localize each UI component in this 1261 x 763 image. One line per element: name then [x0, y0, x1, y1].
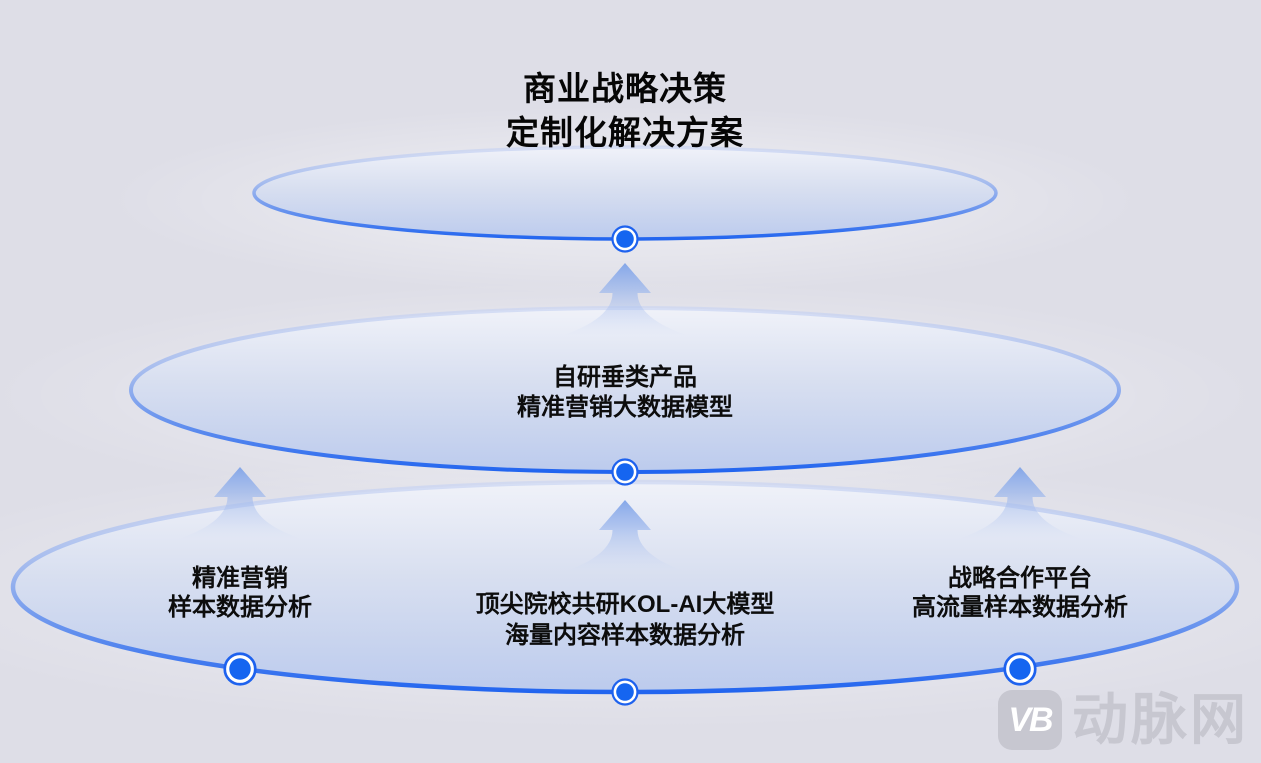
tier-bottom-left-line1: 精准营销 [192, 565, 288, 592]
connector-dot-bottom-center [611, 678, 639, 706]
connector-dot-bottom-right [1003, 652, 1037, 686]
tier-bottom-left-line2: 样本数据分析 [168, 594, 312, 621]
connector-dot-middle [611, 458, 639, 486]
tier-bottom-center-label: 顶尖院校共研KOL-AI大模型 海量内容样本数据分析 [476, 589, 775, 651]
tier-bottom-right-line1: 战略合作平台 [948, 565, 1092, 592]
connector-dot-top [611, 225, 639, 253]
tier-middle-label: 自研垂类产品 精准营销大数据模型 [517, 363, 733, 423]
tier-bottom-right-label: 战略合作平台 高流量样本数据分析 [912, 564, 1128, 622]
tier-middle-label-line2: 精准营销大数据模型 [517, 394, 733, 421]
diagram-title-line2: 定制化解决方案 [506, 114, 744, 151]
diagram-title-line1: 商业战略决策 [523, 70, 727, 107]
tier-bottom-left-label: 精准营销 样本数据分析 [168, 564, 312, 622]
vb-logo-letters: VB [1008, 701, 1053, 739]
vb-logo-icon: VB [998, 690, 1062, 750]
tier-bottom-center-line2: 海量内容样本数据分析 [505, 622, 745, 649]
diagram-title: 商业战略决策 定制化解决方案 [506, 67, 744, 155]
connector-dot-bottom-left [223, 652, 257, 686]
tier-top-ellipse [252, 145, 998, 241]
tier-bottom-center-line1: 顶尖院校共研KOL-AI大模型 [475, 591, 775, 618]
tier-bottom-right-line2: 高流量样本数据分析 [912, 594, 1128, 621]
watermark-brand-text: 动脉网 [1072, 688, 1249, 751]
tier-middle-label-line1: 自研垂类产品 [553, 364, 697, 391]
watermark: VB 动脉网 [998, 690, 1249, 750]
